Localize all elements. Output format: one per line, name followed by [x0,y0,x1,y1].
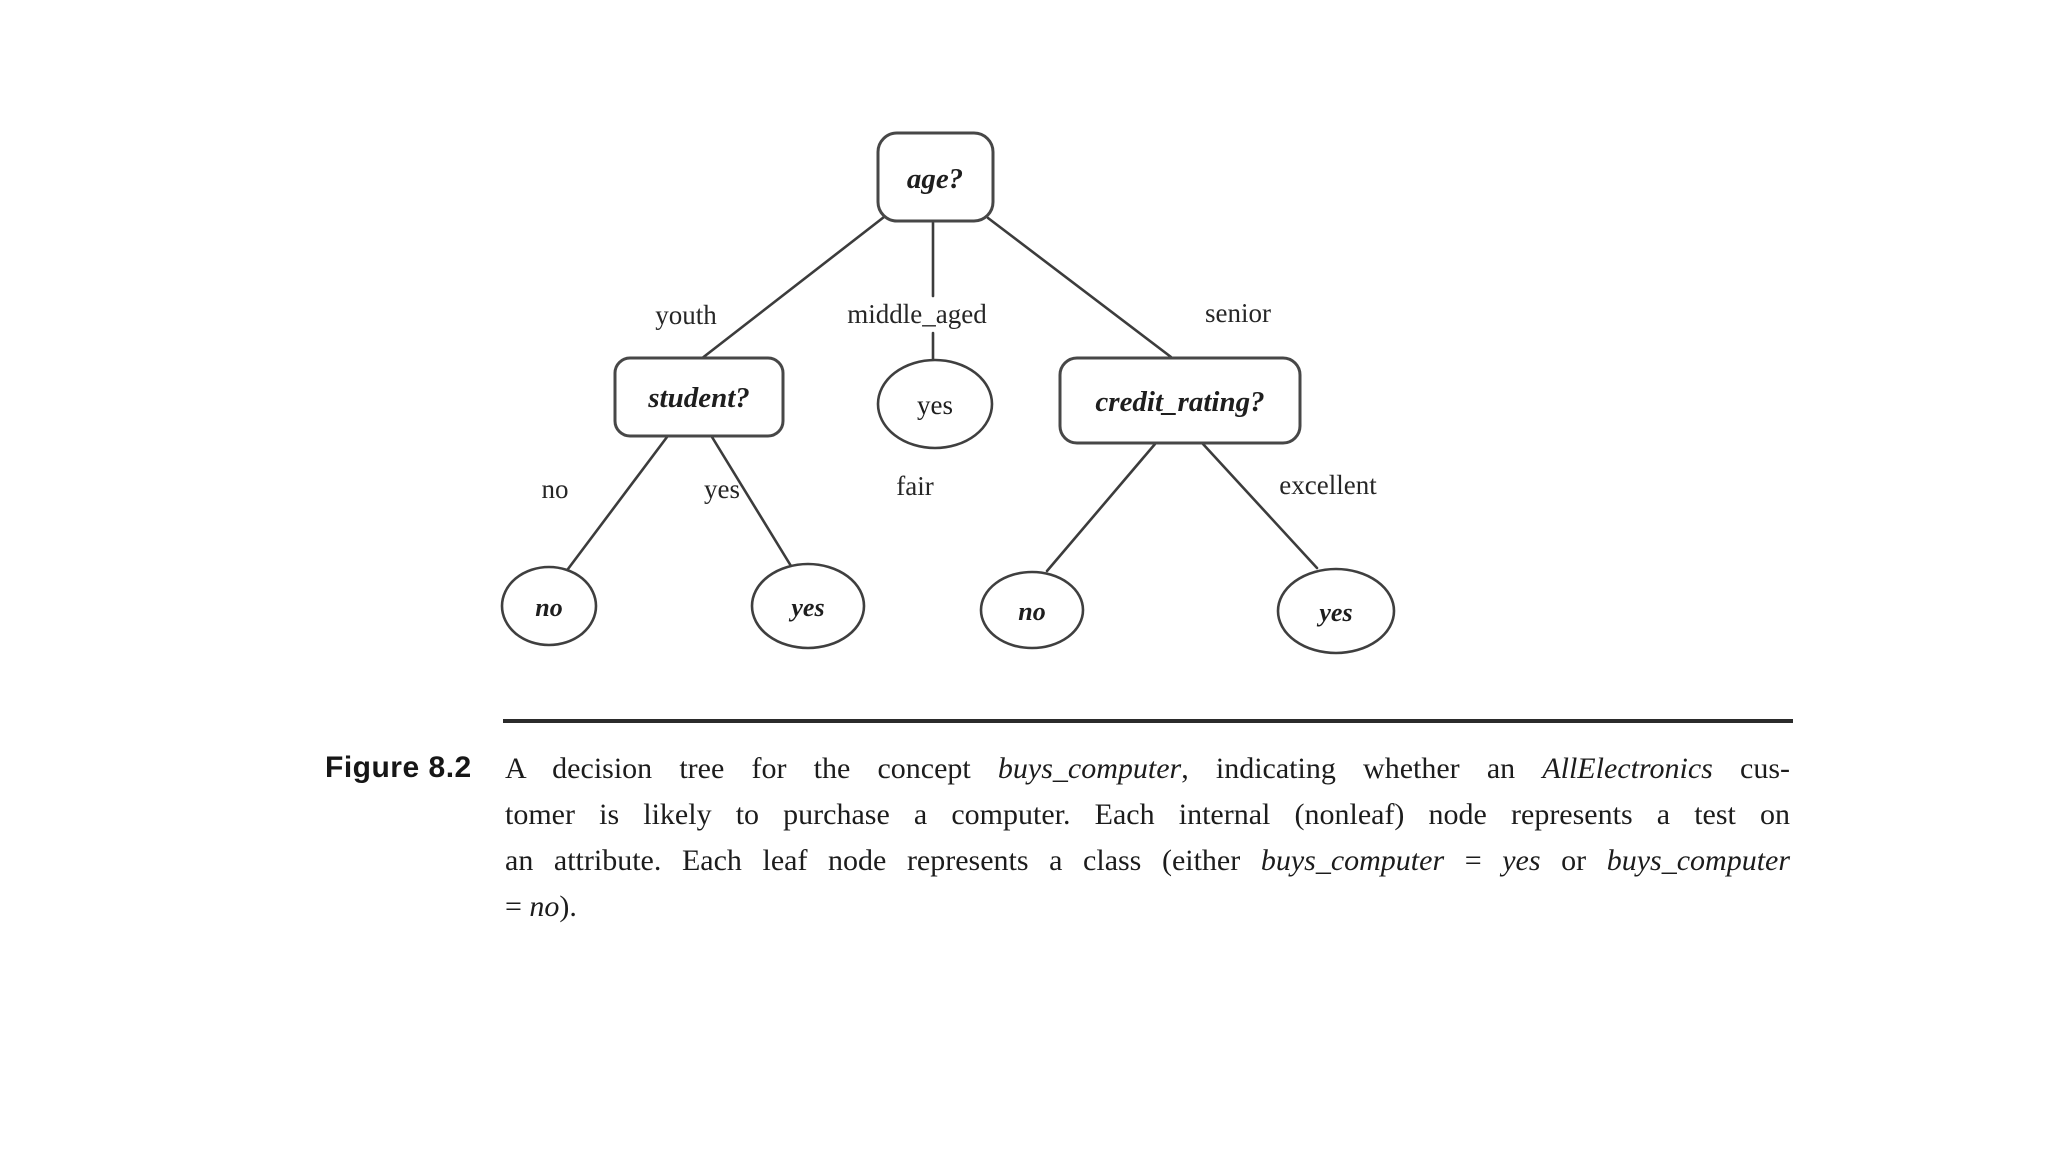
leaf-node-student-no-label: no [535,593,562,622]
caption-text: A decision tree for the concept [505,752,998,785]
leaf-node-student-yes-ellipse [750,562,866,650]
caption-text-italic: AllElectronics [1542,752,1713,785]
leaf-node-middle-aged-yes-ellipse [876,358,994,450]
caption-text: = [505,890,530,923]
caption-text: an attribute. Each leaf node represents … [505,844,1261,877]
leaf-node-credit-no-label: no [1018,597,1045,626]
leaf-node-credit-no-ellipse [979,570,1085,650]
leaf-node-credit-yes: yes [1276,567,1396,655]
caption-text-italic: yes [1502,844,1541,877]
leaf-node-middle-aged-yes: yes [876,358,994,450]
caption-line-3: an attribute. Each leaf node represents … [505,838,1790,884]
leaf-node-credit-yes-ellipse [1276,567,1396,655]
edge-student-no [566,435,669,571]
caption-text-italic: buys_computer [1606,844,1791,877]
branch-label-excellent: excellent [1279,470,1377,500]
leaf-node-student-yes-label: yes [788,593,824,622]
caption-text-italic: buys_computer [997,752,1182,785]
caption-line-1: A decision tree for the concept buys_com… [505,746,1790,792]
caption-label: Figure 8.2 [325,751,472,784]
caption-text: ). [559,890,577,923]
decision-node-age: age? [876,131,995,223]
caption-text-italic: buys_computer [1260,844,1445,877]
caption-divider-rule [503,719,1793,723]
decision-node-age-box [876,131,995,223]
branch-label-yes: yes [704,474,740,504]
decision-node-student-box [613,356,785,438]
decision-node-student-label: student? [647,382,750,414]
leaf-node-student-yes: yes [750,562,866,650]
decision-node-credit-rating-box [1058,356,1302,445]
decision-node-credit-rating: credit_rating? [1058,356,1302,445]
edge-age-student [699,215,886,361]
edge-credit-excellent [1201,442,1319,570]
edge-credit-fair [1045,442,1157,573]
leaf-node-credit-yes-label: yes [1316,598,1352,627]
branch-label-middle-aged: middle_aged [847,299,987,329]
branch-label-no: no [542,474,569,504]
decision-node-age-label: age? [907,163,963,195]
figure-caption: A decision tree for the concept buys_com… [505,746,1790,930]
branch-label-youth: youth [655,300,717,330]
caption-text: , indicating whether an [1181,752,1543,785]
edge-age-credit [986,216,1173,359]
leaf-node-credit-no: no [979,570,1085,650]
caption-line-2: tomer is likely to purchase a computer. … [505,792,1790,838]
caption-text: = [1444,844,1503,877]
edge-student-yes [710,435,793,568]
leaf-node-student-no: no [500,565,598,647]
decision-node-student: student? [613,356,785,438]
leaf-node-middle-aged-yes-label: yes [917,390,953,420]
caption-line-4: = no). [505,884,1790,930]
caption-text-italic: no [529,890,560,923]
branch-label-fair: fair [896,471,933,501]
branch-label-senior: senior [1205,298,1271,328]
caption-text: or [1540,844,1607,877]
caption-text: tomer is likely to purchase a computer. … [505,798,1790,831]
caption-text: cus- [1712,752,1790,785]
decision-node-credit-rating-label: credit_rating? [1095,386,1264,418]
decision-tree-diagram: youth middle_aged senior no yes fair exc… [500,131,1396,655]
leaf-node-student-no-ellipse [500,565,598,647]
